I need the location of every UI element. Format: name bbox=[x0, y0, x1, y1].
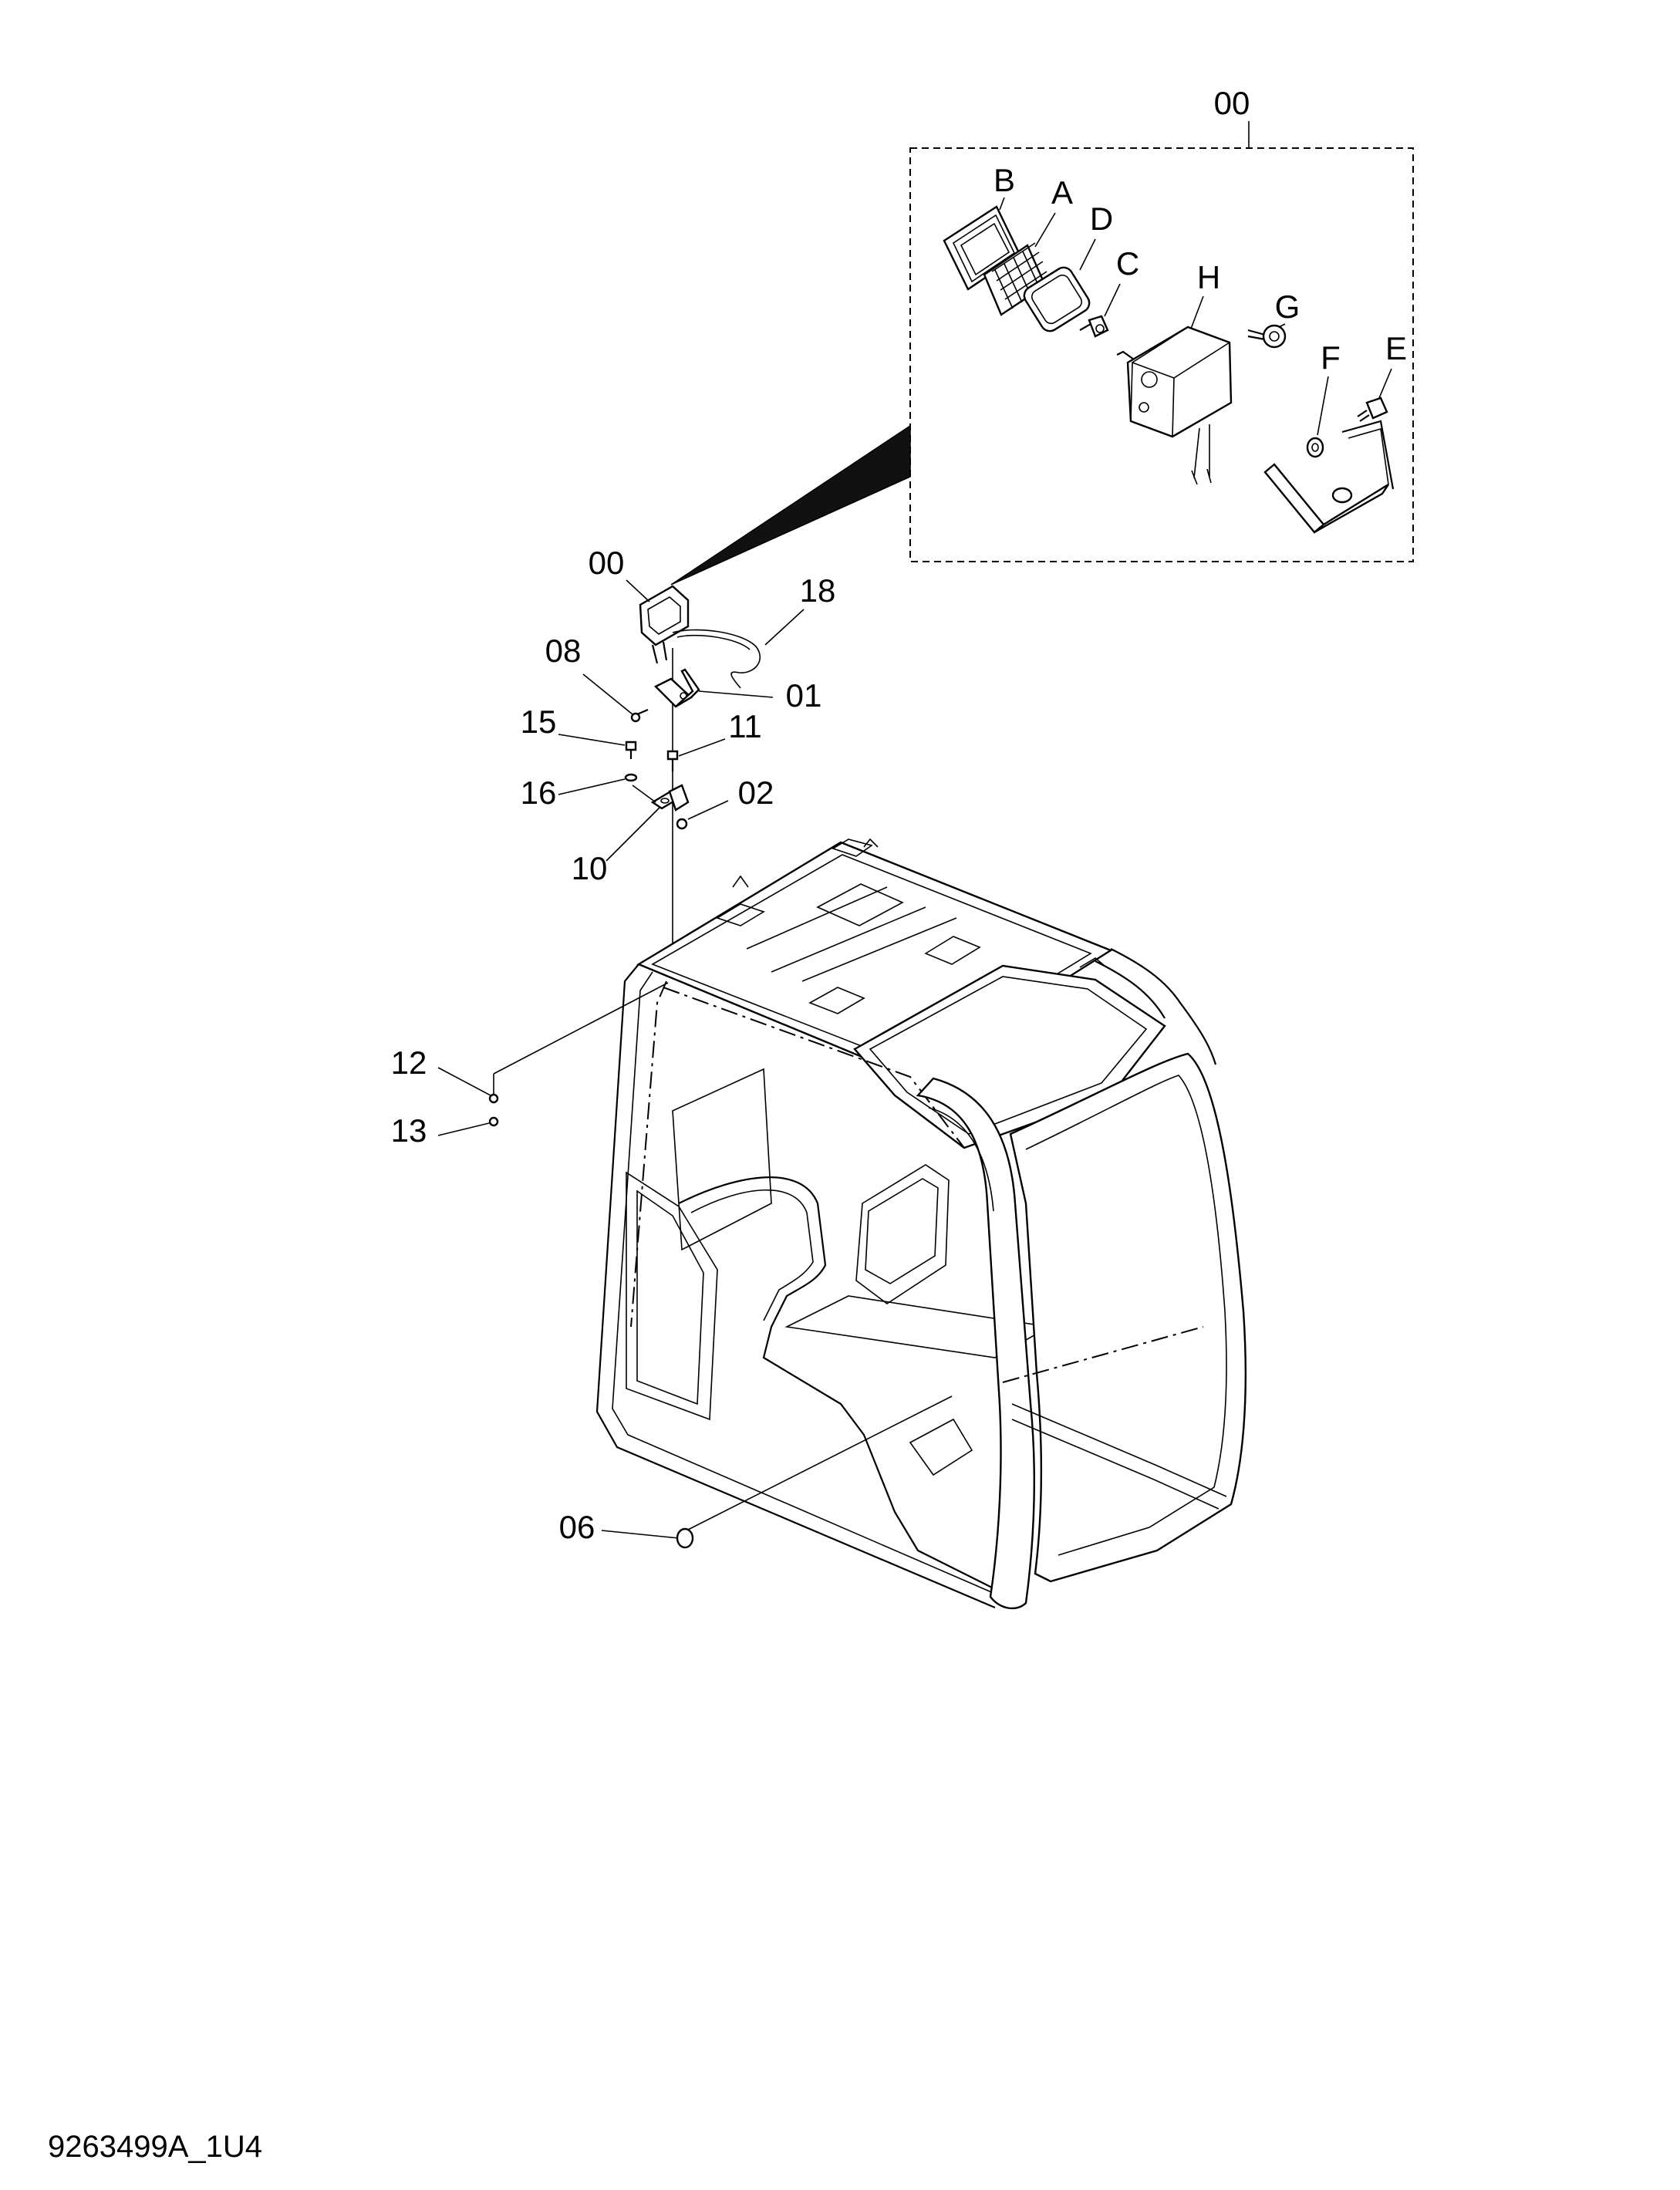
label-f: F bbox=[1321, 339, 1341, 376]
label-g: G bbox=[1275, 289, 1300, 325]
part-c-bulb bbox=[1079, 315, 1109, 338]
nut-12 bbox=[488, 1093, 499, 1104]
callout-13: 13 bbox=[391, 1112, 427, 1149]
lamp-bracket bbox=[1263, 420, 1395, 534]
leader-06-cab bbox=[686, 1395, 953, 1531]
callout-00: 00 bbox=[589, 545, 625, 581]
part-d-gasket bbox=[1023, 266, 1091, 332]
callout-11: 11 bbox=[728, 708, 762, 744]
label-a: A bbox=[1051, 174, 1073, 211]
label-e: E bbox=[1385, 330, 1407, 366]
callout-06: 06 bbox=[559, 1509, 595, 1545]
operator-cab bbox=[595, 838, 1247, 1610]
detail-box: 00 B A D C bbox=[909, 85, 1414, 562]
callout-01: 01 bbox=[786, 677, 822, 714]
part-g-screw bbox=[1247, 324, 1287, 349]
lamp-assembly bbox=[624, 585, 761, 964]
part-f-washer bbox=[1306, 437, 1324, 458]
part-e-bolt bbox=[1357, 396, 1388, 422]
label-b: B bbox=[993, 162, 1015, 198]
part-h-housing bbox=[1116, 326, 1233, 485]
callout-12: 12 bbox=[391, 1044, 427, 1081]
label-c: C bbox=[1116, 245, 1139, 282]
label-h: H bbox=[1197, 259, 1220, 295]
callout-18: 18 bbox=[800, 572, 836, 609]
leader-12-cab bbox=[493, 982, 669, 1075]
callouts: 00 18 08 01 15 11 16 02 10 12 13 06 bbox=[391, 545, 836, 1549]
label-d: D bbox=[1090, 201, 1113, 237]
detail-box-label: 00 bbox=[1214, 85, 1250, 121]
callout-08: 08 bbox=[545, 633, 582, 669]
callout-15: 15 bbox=[521, 704, 557, 740]
grommet-06 bbox=[676, 1527, 694, 1549]
callout-10: 10 bbox=[572, 850, 608, 886]
washer-13 bbox=[488, 1116, 499, 1127]
callout-16: 16 bbox=[521, 774, 557, 811]
callout-02: 02 bbox=[738, 774, 774, 811]
drawing-number: 9263499A_1U4 bbox=[48, 2130, 262, 2164]
zoom-connector bbox=[670, 424, 911, 585]
